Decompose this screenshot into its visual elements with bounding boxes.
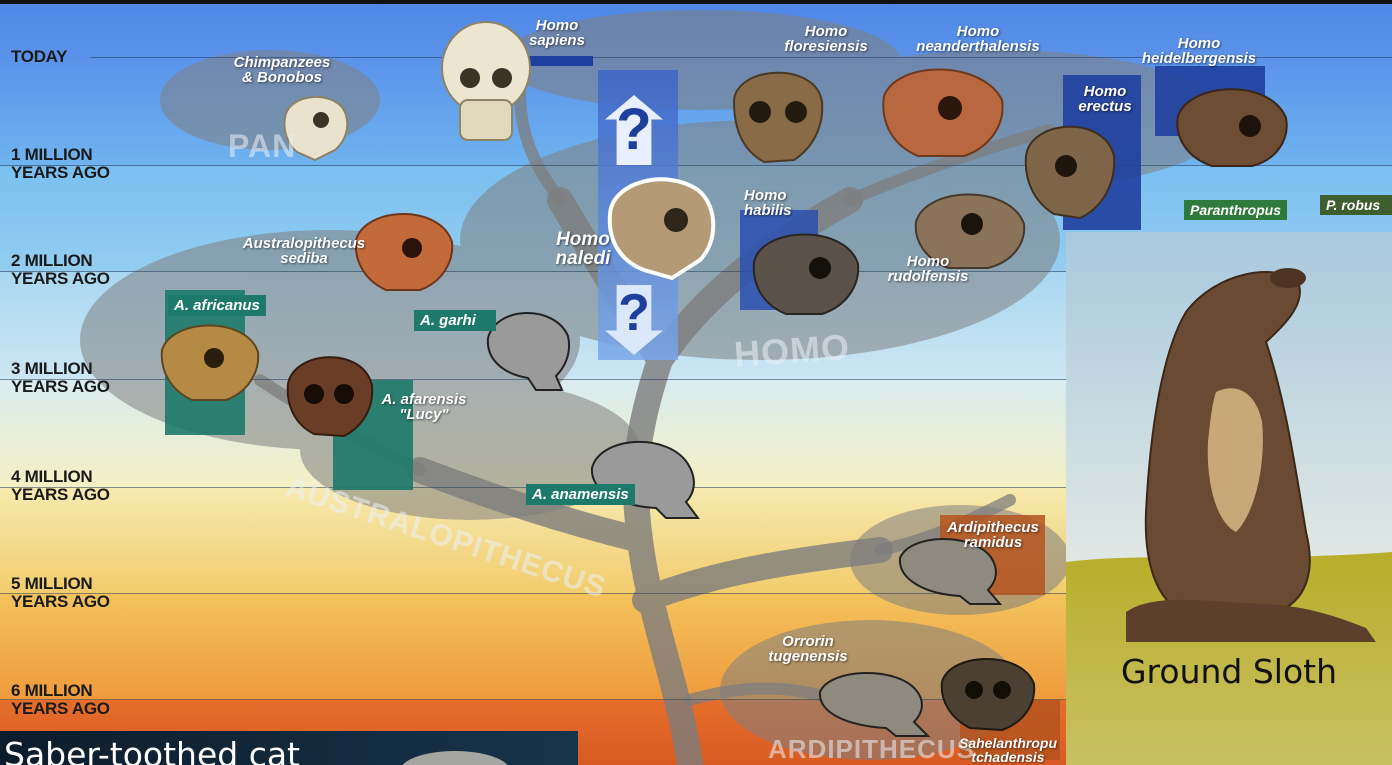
label-homo-neanderthalensis: Homo neanderthalensis [908,24,1048,54]
saber-toothed-cat-caption: Saber-toothed cat [4,735,300,765]
clade-homo: HOMO [733,326,852,376]
time-label-line2: YEARS AGO [11,378,110,396]
time-label-line1: 6 MILLION [11,682,110,700]
sahelanthropus-skull [938,646,1038,732]
ground-sloth-image: Ground Sloth [1066,232,1392,765]
time-label-line2: YEARS AGO [11,593,110,611]
time-label-line1: TODAY [11,47,67,66]
time-label-5m: 5 MILLIONYEARS AGO [11,575,110,611]
time-label-2m: 2 MILLIONYEARS AGO [11,252,110,288]
time-label-6m: 6 MILLIONYEARS AGO [11,682,110,718]
label-homo-erectus: Homo erectus [1070,84,1140,114]
cat-head-sketch [400,751,510,765]
time-label-today: TODAY [11,48,67,66]
label-homo-sapiens: Homo sapiens [522,18,592,48]
question-mark-text: ? [618,284,650,342]
heidelbergensis-skull [1172,76,1292,170]
label-australopithecus-sediba: Australopithecus sediba [234,236,374,266]
time-label-line1: 2 MILLION [11,252,110,270]
time-label-3m: 3 MILLIONYEARS AGO [11,360,110,396]
time-label-4m: 4 MILLIONYEARS AGO [11,468,110,504]
time-label-line2: YEARS AGO [11,270,110,288]
floresiensis-skull [728,56,828,168]
sapiens-skull [438,20,534,144]
afarensis-skull [284,344,376,440]
erectus-skull [1020,110,1120,222]
africanus-skull [158,312,262,404]
time-label-line1: 1 MILLION [11,146,110,164]
clade-pan: PAN [228,128,296,165]
orrorin-skull-outline [816,664,936,740]
time-label-line1: 4 MILLION [11,468,110,486]
time-label-line2: YEARS AGO [11,486,110,504]
label-ardipithecus-ramidus: Ardipithecus ramidus [940,520,1046,550]
label-a-afarensis-lucy: A. afarensis "Lucy" [374,392,474,422]
label-homo-naledi: Homo naledi [548,230,618,268]
label-homo-rudolfensis: Homo rudolfensis [878,254,978,284]
neanderthalensis-skull [878,56,1008,160]
label-sahelanthropus-tchadensis: Sahelanthropu tchadensis [948,736,1068,764]
question-mark-text: ? [616,97,651,162]
ground-sloth-caption: Ground Sloth [1066,652,1392,691]
label-homo-floresiensis: Homo floresiensis [776,24,876,54]
label-chimpanzees-bonobos: Chimpanzees & Bonobos [222,55,342,85]
naledi-skull [602,168,720,282]
clade-ardipithecus: ARDIPITHECUS [768,734,975,765]
time-label-line1: 3 MILLION [11,360,110,378]
time-label-line2: YEARS AGO [11,700,110,718]
label-p-robustus: P. robus [1320,195,1392,215]
garhi-skull-outline [484,302,574,394]
label-paranthropus: Paranthropus [1184,200,1287,220]
saber-toothed-cat-image: Saber-toothed cat [0,731,578,765]
label-homo-habilis: Homo habilis [744,188,814,218]
label-a-africanus: A. africanus [168,295,266,316]
label-a-garhi: A. garhi [414,310,496,331]
time-label-line1: 5 MILLION [11,575,110,593]
label-a-anamensis: A. anamensis [526,484,635,505]
time-label-line2: YEARS AGO [11,164,110,182]
habilis-skull [750,220,862,320]
time-label-1m: 1 MILLIONYEARS AGO [11,146,110,182]
label-orrorin-tugenensis: Orrorin tugenensis [758,634,858,664]
label-homo-heidelbergensis: Homo heidelbergensis [1134,36,1264,66]
sapiens-tag-bar [525,56,593,66]
anamensis-skull-outline [588,430,706,524]
